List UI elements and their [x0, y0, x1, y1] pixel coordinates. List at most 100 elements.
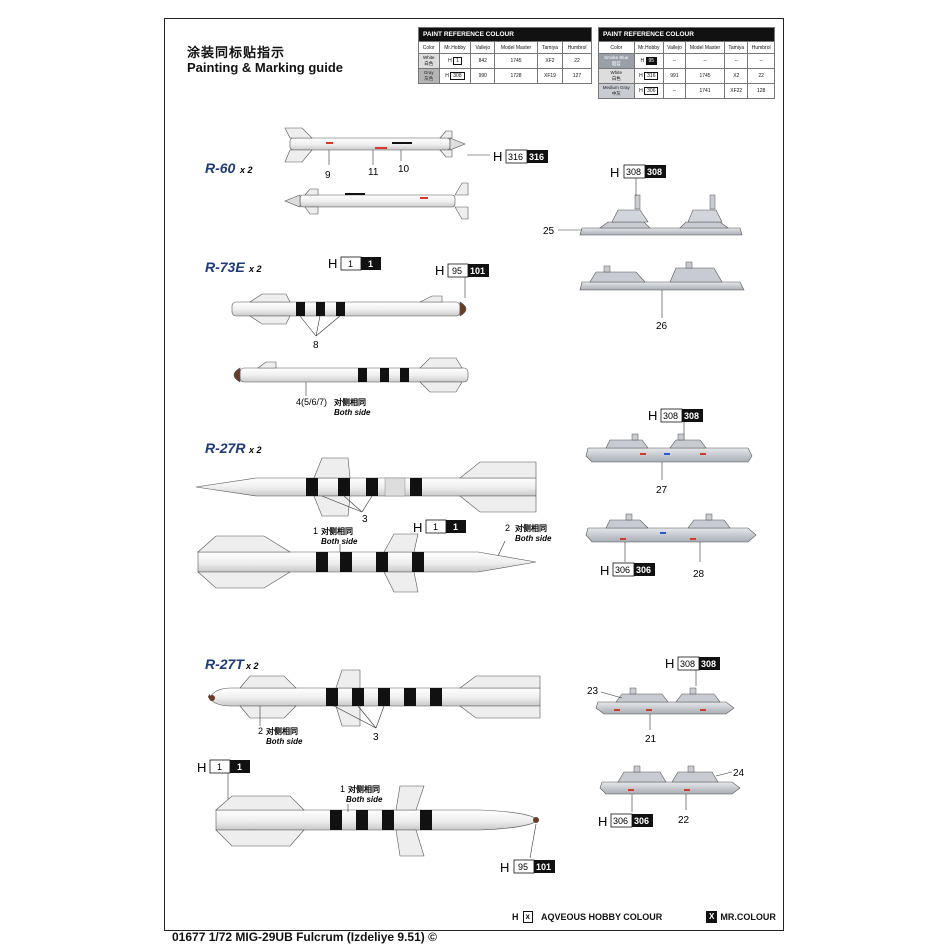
both-side-cn-e: 对侧相同: [348, 784, 380, 794]
paint-code-h1-b: H 1 1: [413, 519, 466, 535]
callout-10: 10: [398, 164, 410, 175]
svg-text:1: 1: [348, 259, 353, 269]
svg-text:H: H: [610, 165, 619, 180]
mr-hobby-cell: H 1: [438, 53, 472, 69]
legend-mr-colour: X MR.COLOUR: [706, 911, 776, 923]
callout-3-b: 3: [373, 732, 379, 743]
callout-21: 21: [645, 734, 657, 745]
paint-code-h316: H 316 316: [493, 149, 548, 164]
svg-text:H: H: [665, 656, 674, 671]
svg-text:H: H: [598, 814, 607, 829]
legend-h-letter: H: [512, 912, 519, 922]
callout-3-a: 3: [362, 514, 368, 525]
callout-1-a: 1: [313, 526, 318, 536]
legend-mr-box: X: [706, 911, 718, 923]
paint-code-h306-a: H 306 306: [600, 562, 655, 578]
missile-qty-r27r: x 2: [248, 445, 262, 455]
pylon-21: [595, 687, 735, 715]
svg-text:101: 101: [470, 266, 485, 276]
missile-r27t-side-b: [215, 785, 539, 857]
pylon-22: [599, 765, 741, 795]
missile-r73e-side-b: [233, 357, 469, 393]
footer-title: 01677 1/72 MIG-29UB Fulcrum (Izdeliye 9.…: [172, 930, 437, 944]
svg-text:1: 1: [237, 762, 242, 772]
svg-text:H: H: [328, 256, 337, 271]
missile-r73e-side-a: [231, 293, 467, 325]
svg-text:H: H: [435, 263, 444, 278]
svg-text:306: 306: [615, 565, 630, 575]
paint-code-h308-c: H 308 308: [665, 656, 720, 671]
svg-text:316: 316: [529, 152, 544, 162]
title-english: Painting & Marking guide: [187, 60, 344, 75]
svg-text:306: 306: [634, 816, 649, 826]
model-master-cell: 1728: [494, 68, 538, 84]
svg-text:H: H: [197, 760, 206, 775]
legend-hobby-colour: H x AQVEOUS HOBBY COLOUR: [512, 911, 662, 923]
svg-text:1: 1: [453, 522, 458, 532]
callout-27: 27: [656, 485, 668, 496]
missile-name-r60: R-60: [205, 160, 236, 176]
both-side-cn-d: 对侧相同: [266, 726, 298, 736]
svg-text:308: 308: [680, 659, 695, 669]
svg-text:308: 308: [626, 167, 641, 177]
callout-2-b: 2: [258, 726, 263, 736]
svg-text:H: H: [648, 408, 657, 423]
callout-23: 23: [587, 686, 599, 697]
svg-text:308: 308: [663, 411, 678, 421]
svg-text:101: 101: [536, 862, 551, 872]
missile-qty-r73e: x 2: [248, 264, 262, 274]
svg-text:308: 308: [701, 659, 716, 669]
missile-qty-r60: x 2: [239, 165, 253, 175]
both-side-en-e: Both side: [346, 795, 383, 804]
legend-mr-label: MR.COLOUR: [720, 912, 776, 922]
callout-28: 28: [693, 569, 705, 580]
svg-text:H: H: [600, 563, 609, 578]
tamiya-cell: XF22: [724, 83, 749, 99]
table-header: PAINT REFERENCE COLOUR: [598, 27, 775, 42]
paint-code-h95-101-a: H 95 101: [435, 263, 489, 278]
paint-code-h306-b: H 306 306: [598, 813, 653, 829]
callout-26: 26: [656, 321, 668, 332]
svg-text:H: H: [413, 520, 422, 535]
page-frame: [164, 18, 784, 931]
svg-text:306: 306: [613, 816, 628, 826]
legend-hobby-box: x: [522, 911, 533, 923]
mr-hobby-cell: H 308: [438, 68, 472, 84]
both-side-en-b: Both side: [321, 537, 358, 546]
mr-hobby-cell: H 316: [633, 68, 665, 84]
mr-hobby-cell: H 306: [633, 83, 665, 99]
missile-r27t-side-a: [208, 669, 541, 727]
paint-reference-table-left: PAINT REFERENCE COLOUR Color Mr.Hobby Va…: [418, 27, 592, 84]
both-side-en-c: Both side: [515, 534, 552, 543]
svg-text:H: H: [500, 860, 509, 875]
callout-25: 25: [543, 226, 555, 237]
missile-r27r-side-b: [197, 533, 537, 593]
paint-code-h95-101-b: H 95 101: [500, 859, 555, 875]
title-chinese: 涂装同标贴指示: [187, 45, 286, 60]
callout-22: 22: [678, 815, 690, 826]
callout-24: 24: [733, 768, 745, 779]
svg-text:95: 95: [452, 266, 462, 276]
pylon-26: [579, 261, 745, 291]
missile-r27r-side-a: [195, 457, 537, 517]
humbrol-cell: 127: [562, 68, 592, 84]
legend-hobby-label: AQVEOUS HOBBY COLOUR: [540, 912, 663, 922]
paint-code-h308-a: H 308 308: [610, 164, 666, 180]
missile-name-r73e: R-73E: [205, 259, 245, 275]
callout-11: 11: [368, 167, 379, 178]
svg-text:1: 1: [368, 259, 373, 269]
both-side-cn-a: 对侧相同: [334, 397, 366, 407]
callout-4-7: 4(5/6/7): [296, 397, 327, 407]
svg-text:308: 308: [684, 411, 699, 421]
paint-code-h1-a: H 1 1: [328, 256, 381, 271]
svg-text:95: 95: [518, 862, 528, 872]
svg-text:308: 308: [647, 167, 662, 177]
svg-text:1: 1: [217, 762, 222, 772]
missile-name-r27r: R-27R: [205, 440, 246, 456]
